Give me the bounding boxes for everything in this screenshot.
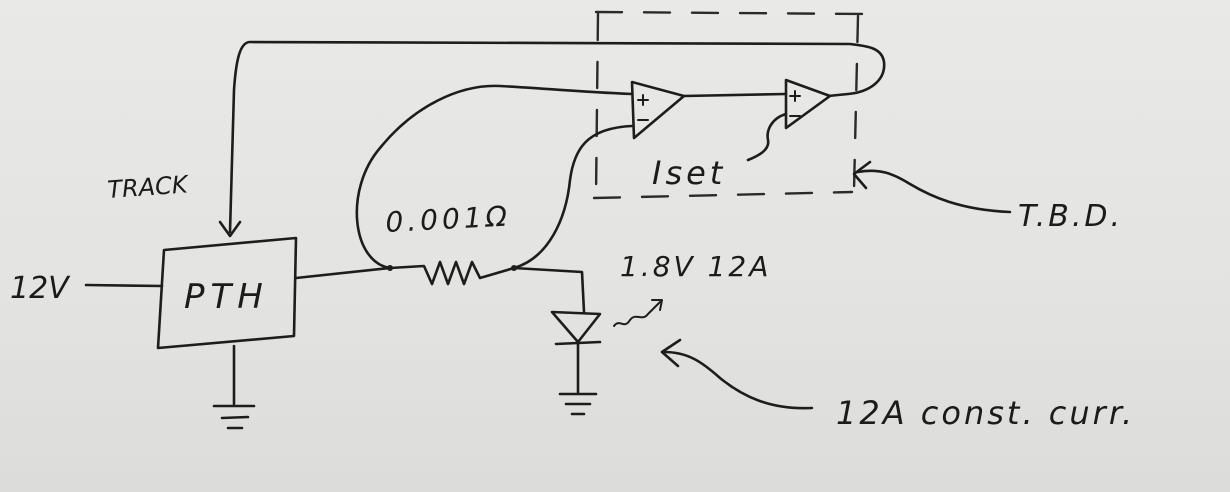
tbd-label: T.B.D.	[1018, 199, 1123, 234]
input-wire	[84, 283, 164, 288]
const-current-label: 12A const. curr.	[836, 394, 1135, 432]
output-wire	[294, 266, 392, 280]
track-wire	[228, 40, 886, 234]
op-amp-2	[784, 78, 832, 130]
pth-label: PTH	[184, 277, 269, 317]
led-feed-wire	[512, 266, 586, 314]
pth-box	[156, 236, 298, 350]
const-current-arrow	[662, 350, 814, 410]
tbd-arrow-head	[852, 160, 872, 190]
track-label: TRACK	[106, 170, 190, 204]
led-rating-label: 1.8V 12A	[620, 250, 771, 283]
sense-return-wire	[512, 124, 634, 270]
sense-loop-wire	[355, 84, 634, 270]
sense-resistor	[388, 260, 516, 286]
tbd-dashed-box	[592, 10, 868, 200]
led-ground-symbol	[558, 392, 598, 416]
tbd-arrow	[856, 169, 1012, 214]
led-symbol	[550, 299, 663, 394]
resistor-label: 0.001Ω	[385, 199, 512, 239]
opamp-link-wire	[682, 92, 788, 98]
op-amp-1	[630, 80, 686, 140]
input-voltage-label: 12V	[10, 271, 71, 306]
iset-label: Iset	[652, 154, 726, 192]
track-arrow-head	[218, 220, 242, 238]
iset-wire	[746, 112, 788, 162]
const-current-arrow-head	[660, 338, 682, 368]
pth-ground-symbol	[212, 344, 256, 430]
